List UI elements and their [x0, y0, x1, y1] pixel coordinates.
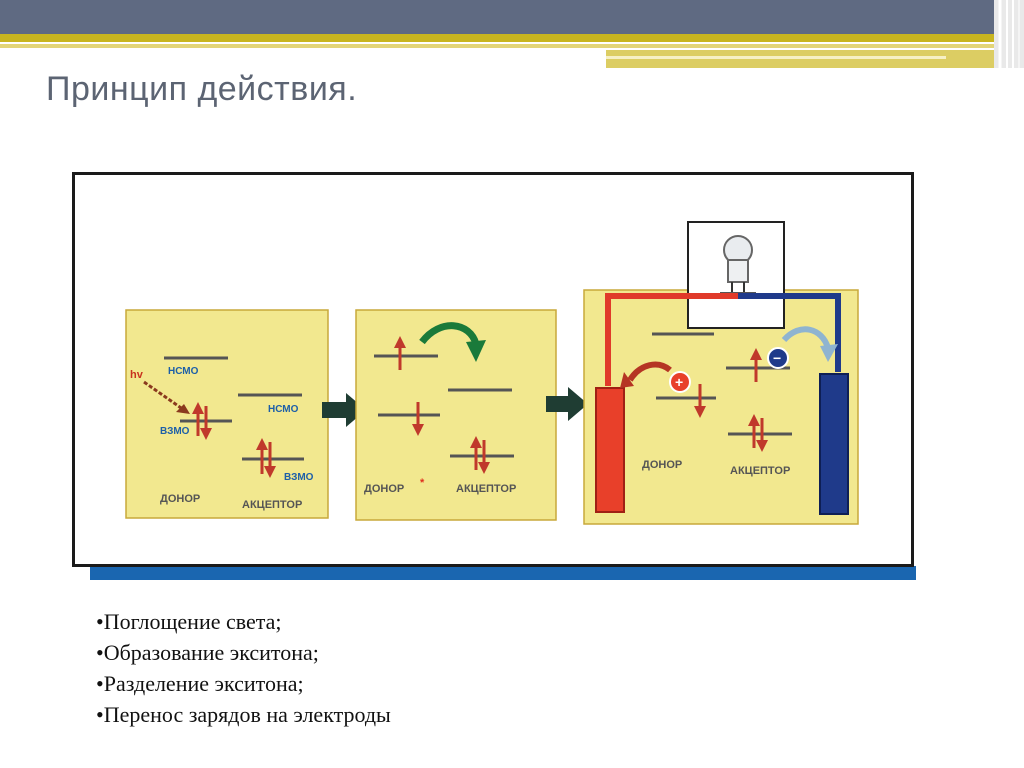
- electron-sign: −: [773, 350, 781, 366]
- photon-arrowhead: [176, 404, 190, 414]
- donor-lumo-label: НСМО: [168, 366, 199, 377]
- acceptor-label: АКЦЕПТОР: [242, 499, 302, 511]
- transfer-arrowhead-green: [466, 340, 486, 362]
- acceptor-electron-pair-3: [748, 414, 768, 452]
- photon-arrow: [143, 380, 185, 412]
- acceptor-label-2: АКЦЕПТОР: [456, 483, 516, 495]
- header-accent-stripe: [0, 34, 1010, 42]
- bullet-item: Образование экситона;: [96, 637, 391, 668]
- header-accent-tab: [606, 50, 1010, 68]
- acceptor-label-3: АКЦЕПТОР: [730, 465, 790, 477]
- donor-electron-pair: [192, 402, 212, 440]
- panel-absorption: hv НСМО ВЗМО НСМО ВЗМО ДОНОР АКЦЕПТОР: [125, 309, 329, 519]
- hv-label: hv: [130, 369, 144, 381]
- bullet-item: Разделение экситона;: [96, 668, 391, 699]
- corner-decoration: [994, 0, 1024, 68]
- frame-shadow: [90, 566, 916, 580]
- hole-transfer-arrowhead: [620, 372, 634, 388]
- bullet-item: Перенос зарядов на электроды: [96, 699, 391, 730]
- hole-transfer-arrow: [627, 361, 672, 382]
- process-arrow-2: [546, 387, 588, 421]
- solar-cell-diagram: hv НСМО ВЗМО НСМО ВЗМО ДОНОР АКЦЕПТОР: [72, 172, 916, 580]
- wire-blue: [738, 293, 841, 372]
- electron-transfer-arrow: [781, 326, 831, 350]
- transfer-arrow-green: [419, 322, 480, 346]
- electron-badge: [767, 347, 789, 369]
- cathode-electrode: [819, 373, 849, 515]
- header-accent-line: [606, 56, 946, 59]
- anode-electrode: [595, 387, 625, 513]
- slide-title: Принцип действия.: [46, 70, 358, 108]
- donor-label-3: ДОНОР: [642, 459, 682, 471]
- donor-homo-label: ВЗМО: [160, 426, 190, 437]
- acceptor-electron-pair-2: [470, 436, 490, 474]
- electron-transfer-arrowhead: [820, 344, 838, 362]
- hole-badge: [669, 371, 691, 393]
- header-bar: [0, 0, 1024, 34]
- donor-label-2: ДОНОР: [364, 483, 404, 495]
- acceptor-electron-pair: [256, 438, 276, 478]
- process-steps-list: Поглощение света; Образование экситона; …: [96, 606, 391, 730]
- panel-charge-transfer: + − ДОНОР АКЦЕПТОР: [583, 221, 859, 525]
- donor-label: ДОНОР: [160, 493, 200, 505]
- header-accent-stripe-light: [0, 44, 1010, 48]
- bullet-item: Поглощение света;: [96, 606, 391, 637]
- wire-red: [605, 293, 738, 386]
- hole-sign: +: [675, 374, 683, 390]
- excited-star: *: [420, 477, 425, 489]
- acceptor-lumo-label: НСМО: [268, 404, 299, 415]
- acceptor-homo-label: ВЗМО: [284, 472, 314, 483]
- panel-exciton: ДОНОР * АКЦЕПТОР: [355, 309, 557, 521]
